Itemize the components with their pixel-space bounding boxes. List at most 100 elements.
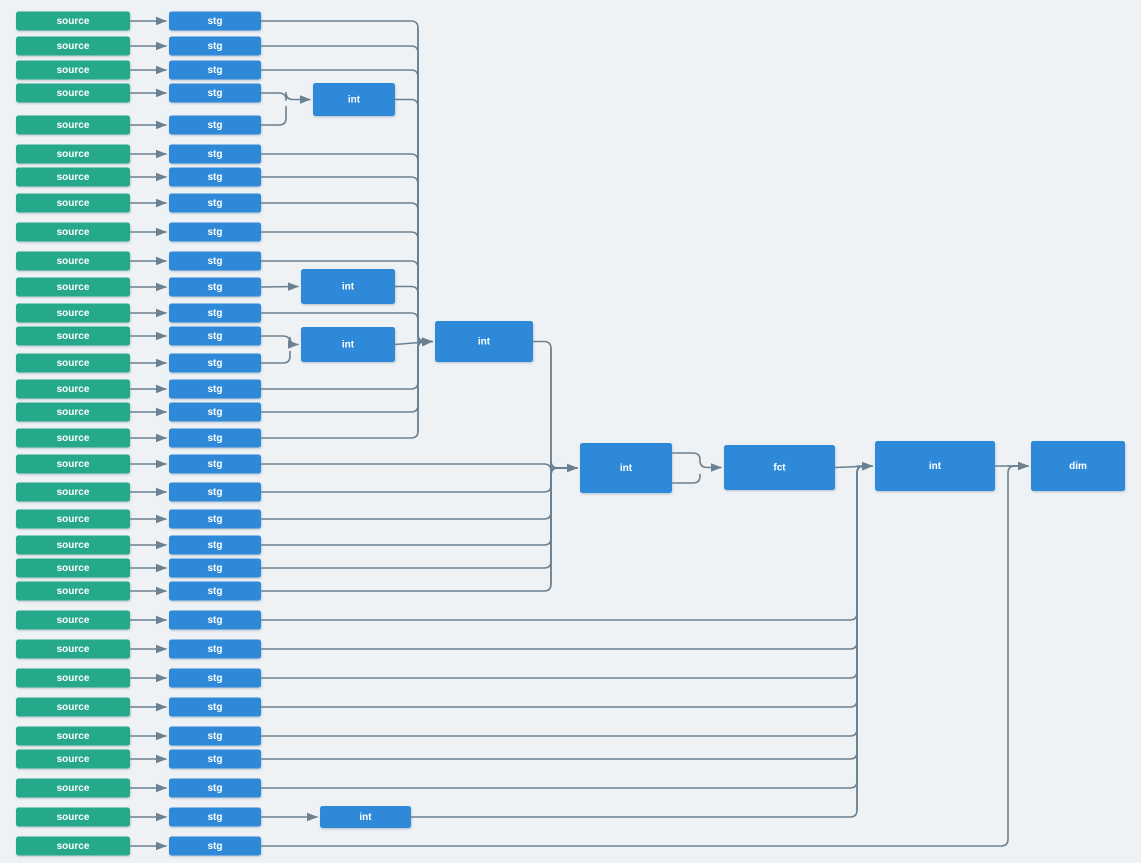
node-stg-30-rect[interactable]: [169, 778, 261, 798]
node-stg-21[interactable]: stg: [169, 535, 261, 555]
node-stg-10-rect[interactable]: [169, 251, 261, 271]
node-stg-30[interactable]: stg: [169, 778, 261, 798]
node-source-10-rect[interactable]: [16, 251, 130, 271]
node-source-2-rect[interactable]: [16, 36, 130, 56]
node-source-1-rect[interactable]: [16, 11, 130, 31]
node-int-f-rect[interactable]: [875, 441, 995, 491]
node-source-13[interactable]: source: [16, 326, 130, 346]
node-int-f[interactable]: int: [875, 441, 995, 491]
node-stg-6[interactable]: stg: [169, 144, 261, 164]
node-int-g-rect[interactable]: [320, 806, 411, 828]
node-int-c[interactable]: int: [301, 327, 395, 362]
node-source-15-rect[interactable]: [16, 379, 130, 399]
node-stg-12[interactable]: stg: [169, 303, 261, 323]
node-source-32[interactable]: source: [16, 836, 130, 856]
node-stg-18-rect[interactable]: [169, 454, 261, 474]
node-source-21[interactable]: source: [16, 535, 130, 555]
node-source-20[interactable]: source: [16, 509, 130, 529]
node-source-19-rect[interactable]: [16, 482, 130, 502]
node-source-6[interactable]: source: [16, 144, 130, 164]
node-source-32-rect[interactable]: [16, 836, 130, 856]
node-source-29-rect[interactable]: [16, 749, 130, 769]
node-fct-rect[interactable]: [724, 445, 835, 490]
node-source-14[interactable]: source: [16, 353, 130, 373]
node-stg-11[interactable]: stg: [169, 277, 261, 297]
node-source-22-rect[interactable]: [16, 558, 130, 578]
node-stg-22-rect[interactable]: [169, 558, 261, 578]
node-source-16[interactable]: source: [16, 402, 130, 422]
node-stg-31-rect[interactable]: [169, 807, 261, 827]
node-source-5-rect[interactable]: [16, 115, 130, 135]
node-stg-8[interactable]: stg: [169, 193, 261, 213]
node-source-18[interactable]: source: [16, 454, 130, 474]
node-stg-13-rect[interactable]: [169, 326, 261, 346]
node-source-8-rect[interactable]: [16, 193, 130, 213]
node-stg-15-rect[interactable]: [169, 379, 261, 399]
node-stg-1-rect[interactable]: [169, 11, 261, 31]
node-int-d-rect[interactable]: [435, 321, 533, 362]
node-int-b-rect[interactable]: [301, 269, 395, 304]
node-stg-9[interactable]: stg: [169, 222, 261, 242]
node-stg-22[interactable]: stg: [169, 558, 261, 578]
node-source-4[interactable]: source: [16, 83, 130, 103]
node-stg-2[interactable]: stg: [169, 36, 261, 56]
node-stg-17[interactable]: stg: [169, 428, 261, 448]
node-source-1[interactable]: source: [16, 11, 130, 31]
node-source-28-rect[interactable]: [16, 726, 130, 746]
node-stg-29-rect[interactable]: [169, 749, 261, 769]
node-source-5[interactable]: source: [16, 115, 130, 135]
node-stg-20-rect[interactable]: [169, 509, 261, 529]
node-source-24[interactable]: source: [16, 610, 130, 630]
node-stg-4[interactable]: stg: [169, 83, 261, 103]
node-stg-24[interactable]: stg: [169, 610, 261, 630]
node-stg-18[interactable]: stg: [169, 454, 261, 474]
node-source-16-rect[interactable]: [16, 402, 130, 422]
node-stg-6-rect[interactable]: [169, 144, 261, 164]
node-int-e[interactable]: int: [580, 443, 672, 493]
node-source-7-rect[interactable]: [16, 167, 130, 187]
node-source-11-rect[interactable]: [16, 277, 130, 297]
node-stg-32[interactable]: stg: [169, 836, 261, 856]
node-stg-14-rect[interactable]: [169, 353, 261, 373]
node-int-a[interactable]: int: [313, 83, 395, 116]
node-stg-27-rect[interactable]: [169, 697, 261, 717]
node-source-24-rect[interactable]: [16, 610, 130, 630]
node-source-25-rect[interactable]: [16, 639, 130, 659]
node-stg-23[interactable]: stg: [169, 581, 261, 601]
node-stg-16[interactable]: stg: [169, 402, 261, 422]
node-source-4-rect[interactable]: [16, 83, 130, 103]
node-source-26-rect[interactable]: [16, 668, 130, 688]
node-int-c-rect[interactable]: [301, 327, 395, 362]
node-source-2[interactable]: source: [16, 36, 130, 56]
node-stg-28-rect[interactable]: [169, 726, 261, 746]
node-source-31-rect[interactable]: [16, 807, 130, 827]
node-source-27[interactable]: source: [16, 697, 130, 717]
node-source-21-rect[interactable]: [16, 535, 130, 555]
node-stg-25-rect[interactable]: [169, 639, 261, 659]
node-int-d[interactable]: int: [435, 321, 533, 362]
node-source-6-rect[interactable]: [16, 144, 130, 164]
node-stg-4-rect[interactable]: [169, 83, 261, 103]
node-stg-24-rect[interactable]: [169, 610, 261, 630]
node-int-g[interactable]: int: [320, 806, 411, 828]
node-source-26[interactable]: source: [16, 668, 130, 688]
node-int-e-rect[interactable]: [580, 443, 672, 493]
node-source-15[interactable]: source: [16, 379, 130, 399]
node-dim[interactable]: dim: [1031, 441, 1125, 491]
node-stg-19-rect[interactable]: [169, 482, 261, 502]
node-stg-3-rect[interactable]: [169, 60, 261, 80]
node-source-7[interactable]: source: [16, 167, 130, 187]
node-stg-20[interactable]: stg: [169, 509, 261, 529]
node-source-12-rect[interactable]: [16, 303, 130, 323]
node-source-30[interactable]: source: [16, 778, 130, 798]
node-stg-7[interactable]: stg: [169, 167, 261, 187]
node-source-8[interactable]: source: [16, 193, 130, 213]
node-stg-32-rect[interactable]: [169, 836, 261, 856]
node-source-3-rect[interactable]: [16, 60, 130, 80]
node-source-10[interactable]: source: [16, 251, 130, 271]
node-stg-13[interactable]: stg: [169, 326, 261, 346]
node-stg-5[interactable]: stg: [169, 115, 261, 135]
node-source-13-rect[interactable]: [16, 326, 130, 346]
node-source-31[interactable]: source: [16, 807, 130, 827]
node-source-23-rect[interactable]: [16, 581, 130, 601]
